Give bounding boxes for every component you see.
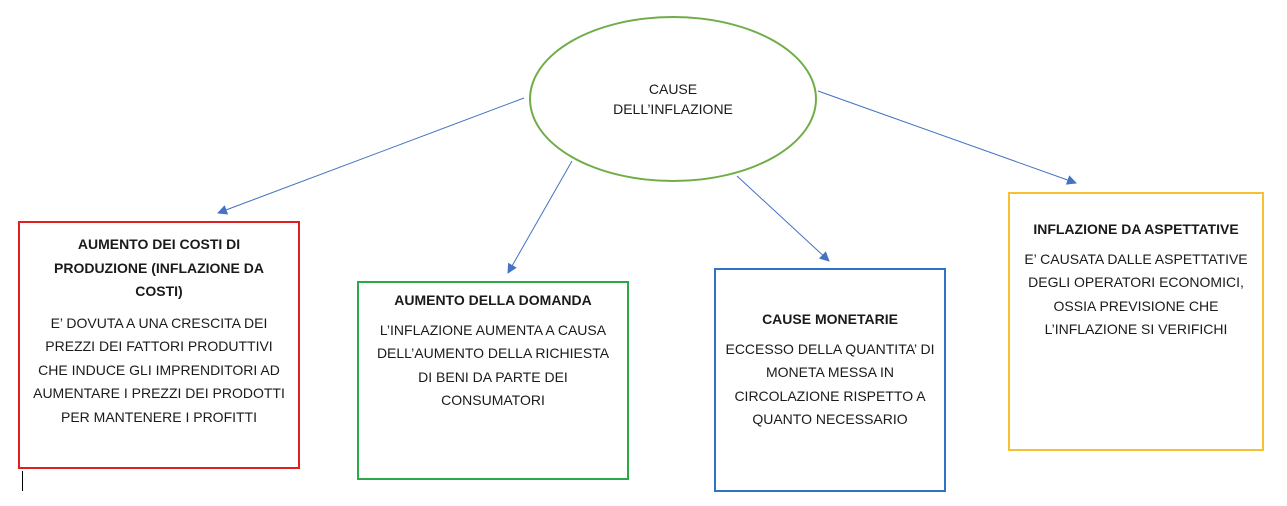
node-expect-title: INFLAZIONE DA ASPETTATIVE [1033, 221, 1239, 237]
node-costs: AUMENTO DEI COSTI DI PRODUZIONE (INFLAZI… [18, 221, 300, 469]
text-cursor [22, 471, 23, 491]
node-demand-title: AUMENTO DELLA DOMANDA [394, 292, 592, 308]
node-demand-body: L’INFLAZIONE AUMENTA A CAUSA DELL’AUMENT… [376, 321, 610, 409]
center-label-line-1: CAUSE [648, 81, 698, 97]
node-demand: AUMENTO DELLA DOMANDA L’INFLAZIONE AUMEN… [357, 281, 629, 480]
center-ellipse: CAUSE DELL’INFLAZIONE [529, 16, 817, 182]
node-expect: INFLAZIONE DA ASPETTATIVE E’ CAUSATA DAL… [1008, 192, 1264, 451]
node-monetary-title: CAUSE MONETARIE [762, 311, 898, 327]
center-label-line-2: DELL’INFLAZIONE [613, 101, 733, 117]
node-monetary: CAUSE MONETARIE ECCESSO DELLA QUANTITA’ … [714, 268, 946, 492]
arrow-to-demand [507, 160, 573, 274]
node-expect-body: E’ CAUSATA DALLE ASPETTATIVE DEGLI OPERA… [1024, 250, 1248, 338]
node-monetary-body: ECCESSO DELLA QUANTITA’ DI MONETA MESSA … [725, 340, 935, 428]
arrow-to-costs [217, 97, 525, 215]
node-costs-title: AUMENTO DEI COSTI DI PRODUZIONE (INFLAZI… [54, 236, 264, 299]
arrow-to-expect [817, 90, 1077, 185]
arrow-to-monetary [736, 175, 830, 262]
node-costs-body: E’ DOVUTA A UNA CRESCITA DEI PREZZI DEI … [33, 314, 285, 425]
